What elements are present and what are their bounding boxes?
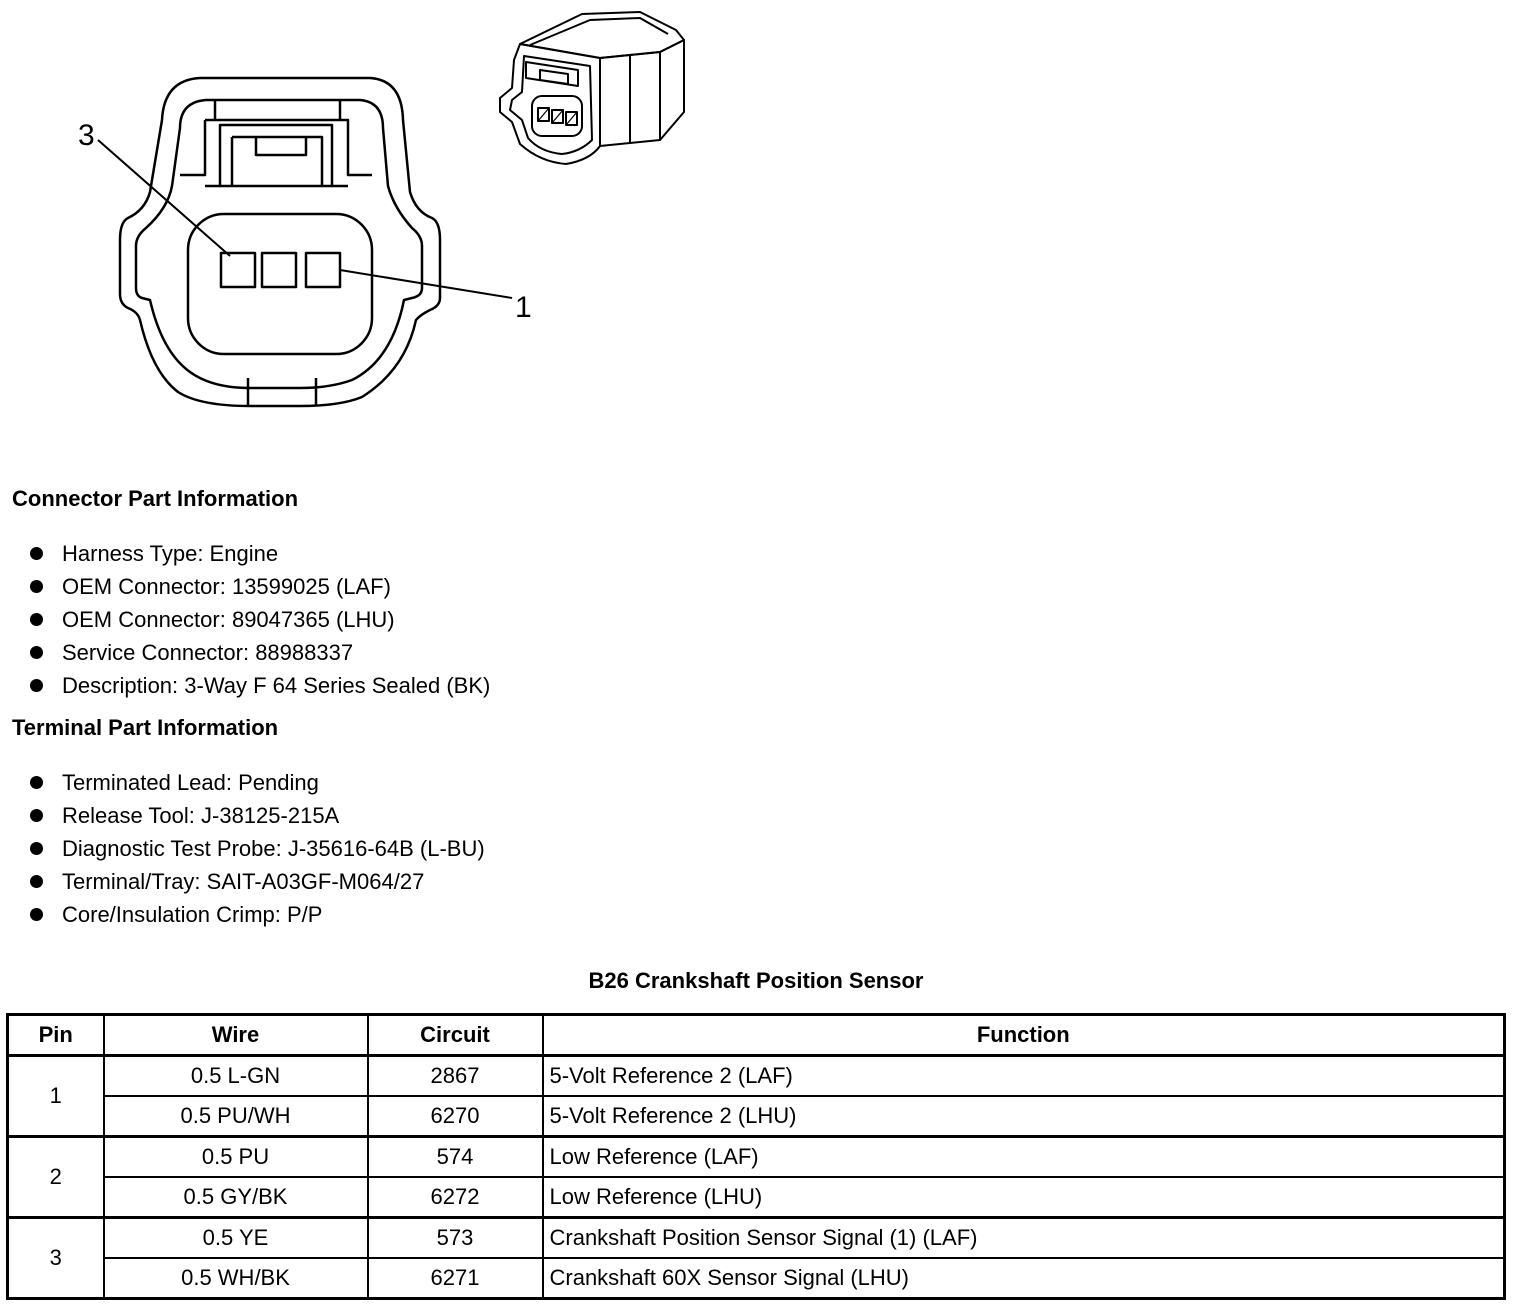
header-function: Function [541, 1013, 1506, 1057]
wire-cell: 0.5 YE [102, 1216, 369, 1259]
housing-inner-outline [134, 98, 424, 390]
callout-label-3: 3 [78, 119, 95, 152]
terminal-part-info-heading: Terminal Part Information [12, 715, 279, 740]
pin-table: Pin Wire Circuit Function 1 0.5 L-GN 286… [6, 1013, 1506, 1300]
bullet-icon [30, 842, 43, 855]
latch-frame [218, 123, 334, 188]
list-item: Harness Type: Engine [28, 537, 490, 570]
iso-front-face [499, 43, 601, 165]
circuit-cell: 6271 [366, 1257, 544, 1300]
header-circuit: Circuit [366, 1013, 544, 1057]
list-item: OEM Connector: 13599025 (LAF) [28, 570, 490, 603]
list-item-text: Core/Insulation Crimp: P/P [62, 902, 323, 927]
latch-frame-inner [230, 135, 324, 186]
function-cell: 5-Volt Reference 2 (LAF) [541, 1054, 1506, 1097]
terminal-2 [260, 251, 298, 289]
circuit-cell: 6272 [366, 1176, 544, 1219]
table-row: 3 0.5 YE 573 Crankshaft Position Sensor … [6, 1216, 1506, 1300]
bullet-icon [30, 580, 43, 593]
circuit-cell: 574 [366, 1135, 544, 1178]
iso-terminal-diagonals [537, 107, 578, 126]
wire-cell: 0.5 L-GN [102, 1054, 369, 1097]
callout-label-1: 1 [515, 291, 532, 324]
iso-terminal [537, 107, 550, 122]
list-item: OEM Connector: 89047365 (LHU) [28, 603, 490, 636]
connector-isometric-diagram [499, 11, 685, 165]
iso-cavity [531, 95, 583, 137]
list-item-text: Diagnostic Test Probe: J-35616-64B (L-BU… [62, 836, 485, 861]
connector-part-info-list: Harness Type: Engine OEM Connector: 1359… [28, 537, 490, 702]
table-row: 0.5 PU/WH 6270 5-Volt Reference 2 (LHU) [8, 1095, 1506, 1138]
iso-terminal [565, 111, 578, 126]
list-item-text: Harness Type: Engine [62, 541, 279, 566]
list-item-text: Terminated Lead: Pending [62, 770, 319, 795]
header-wire: Wire [102, 1013, 369, 1057]
iso-terminal [551, 109, 564, 124]
bullet-icon [30, 613, 43, 626]
bullet-icon [30, 547, 43, 560]
pin-cell: 1 [6, 1054, 105, 1138]
latch-outline [180, 118, 372, 177]
iso-latch [525, 61, 579, 87]
table-row: 0.5 GY/BK 6272 Low Reference (LHU) [8, 1176, 1506, 1219]
latch-inner [213, 100, 342, 120]
circuit-cell: 6270 [366, 1095, 544, 1138]
list-item-text: OEM Connector: 89047365 (LHU) [62, 607, 395, 632]
iso-front-inner [509, 55, 593, 155]
bullet-icon [30, 646, 43, 659]
table-row: 0.5 WH/BK 6271 Crankshaft 60X Sensor Sig… [8, 1257, 1506, 1300]
table-row: 2 0.5 PU 574 Low Reference (LAF) [6, 1135, 1506, 1219]
pin-cell: 3 [6, 1216, 105, 1300]
list-item-text: OEM Connector: 13599025 (LAF) [62, 574, 391, 599]
list-item: Service Connector: 88988337 [28, 636, 490, 669]
list-item: Diagnostic Test Probe: J-35616-64B (L-BU… [28, 832, 485, 865]
list-item: Description: 3-Way F 64 Series Sealed (B… [28, 669, 490, 702]
list-item-text: Terminal/Tray: SAIT-A03GF-M064/27 [62, 869, 425, 894]
bullet-icon [30, 679, 43, 692]
terminal-part-info-list: Terminated Lead: Pending Release Tool: J… [28, 766, 485, 931]
function-cell: Crankshaft Position Sensor Signal (1) (L… [541, 1216, 1506, 1259]
list-item: Terminal/Tray: SAIT-A03GF-M064/27 [28, 865, 485, 898]
header-pin: Pin [6, 1013, 105, 1057]
table-row: 1 0.5 L-GN 2867 5-Volt Reference 2 (LAF) [6, 1054, 1506, 1138]
list-item: Core/Insulation Crimp: P/P [28, 898, 485, 931]
terminal-cavity-outline [186, 212, 374, 356]
list-item: Terminated Lead: Pending [28, 766, 485, 799]
wire-cell: 0.5 PU/WH [102, 1095, 369, 1138]
housing-outer-outline [118, 76, 442, 408]
bullet-icon [30, 776, 43, 789]
wire-cell: 0.5 GY/BK [102, 1176, 369, 1219]
terminal-3 [219, 251, 257, 289]
list-item-text: Service Connector: 88988337 [62, 640, 354, 665]
function-cell: Crankshaft 60X Sensor Signal (LHU) [541, 1257, 1506, 1300]
pin-cell: 2 [6, 1135, 105, 1219]
iso-right-rib [629, 52, 661, 144]
wire-cell: 0.5 WH/BK [102, 1257, 369, 1300]
callout-leader-3 [97, 139, 231, 257]
iso-right-body [599, 39, 685, 147]
latch-key [254, 137, 308, 157]
connector-face-diagram: 3 1 [78, 76, 532, 408]
function-cell: Low Reference (LAF) [541, 1135, 1506, 1178]
function-cell: Low Reference (LHU) [541, 1176, 1506, 1219]
list-item: Release Tool: J-38125-215A [28, 799, 485, 832]
circuit-cell: 2867 [366, 1054, 544, 1097]
list-item-text: Release Tool: J-38125-215A [62, 803, 340, 828]
connector-part-info-heading: Connector Part Information [12, 486, 299, 511]
table-header-row: Pin Wire Circuit Function [6, 1013, 1506, 1057]
terminal-1 [304, 251, 342, 289]
bullet-icon [30, 908, 43, 921]
wire-cell: 0.5 PU [102, 1135, 369, 1178]
circuit-cell: 573 [366, 1216, 544, 1259]
function-cell: 5-Volt Reference 2 (LHU) [541, 1095, 1506, 1138]
bullet-icon [30, 875, 43, 888]
callout-leader-1 [339, 269, 513, 299]
list-item-text: Description: 3-Way F 64 Series Sealed (B… [62, 673, 491, 698]
iso-top-ridge [529, 17, 669, 46]
bullet-icon [30, 809, 43, 822]
pin-table-title: B26 Crankshaft Position Sensor [588, 968, 924, 993]
